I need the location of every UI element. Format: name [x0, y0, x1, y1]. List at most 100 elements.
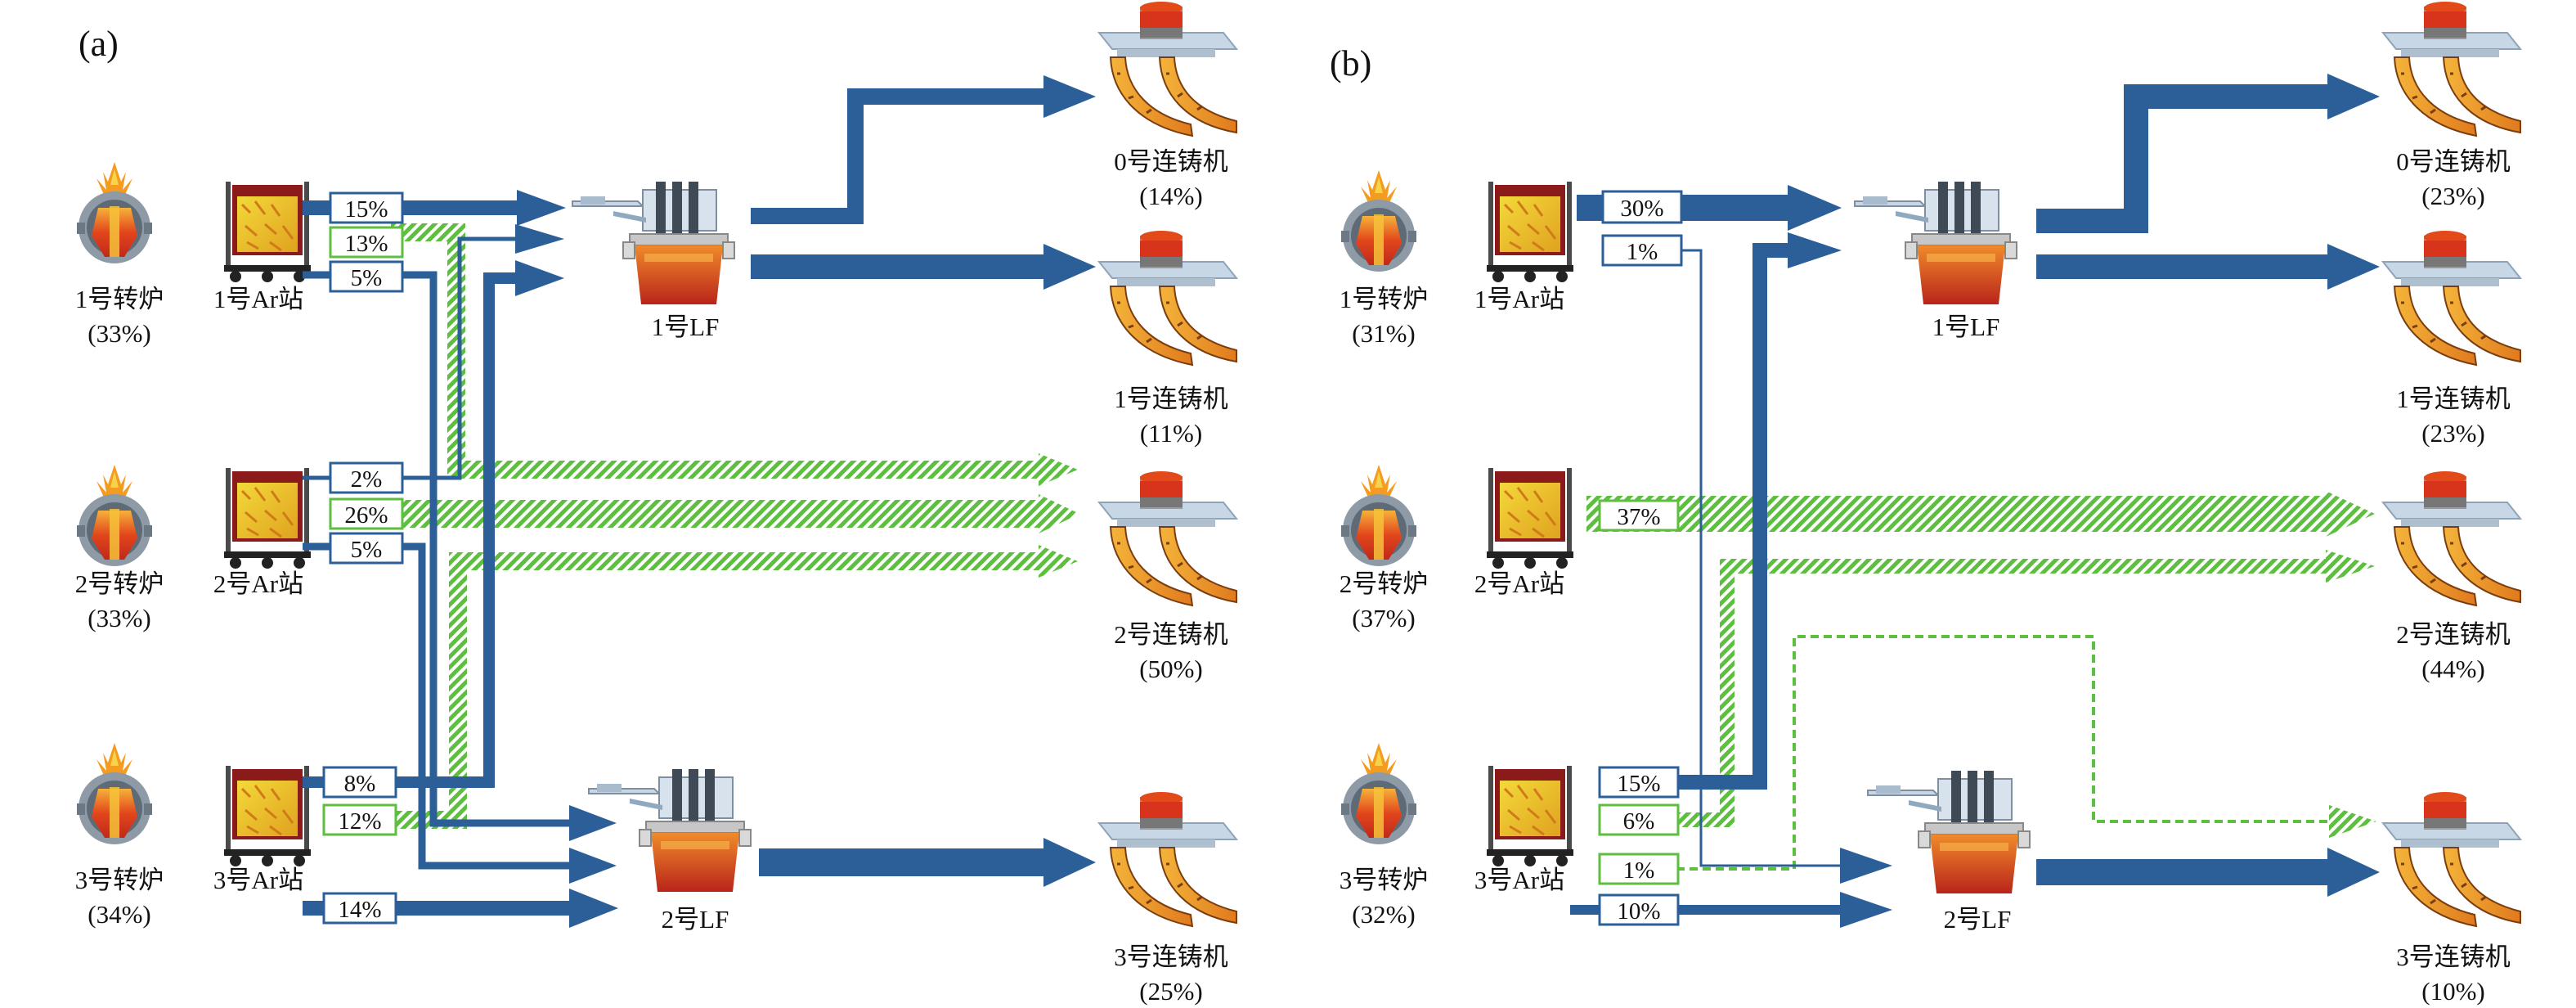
- flow-value: 15%: [344, 196, 388, 223]
- lf-label: 2号LF: [662, 905, 729, 934]
- ar-station-label: 1号Ar站: [213, 285, 303, 313]
- caster-share: (23%): [2421, 182, 2484, 210]
- caster-share: (44%): [2421, 655, 2484, 683]
- flow-value-box: [1601, 190, 1683, 224]
- ar-station-icon: [222, 764, 312, 867]
- flow-value-box: [1601, 234, 1683, 267]
- converter-label: 3号转炉: [75, 866, 164, 894]
- ar-station-icon: [222, 180, 312, 283]
- panel-b-label: (b): [1330, 43, 1371, 83]
- panel-a: (a) 1号转炉 (33%) 2号转炉 (33%) 3号转炉 (34%) 1号A…: [75, 0, 1238, 1006]
- lf-label: 1号LF: [652, 313, 720, 341]
- panel-b: (b) 1号转炉 (31%) 2号转炉 (37%) 3号转炉 (32%) 1号A…: [1330, 0, 2522, 1006]
- ar-station-label: 2号Ar站: [1474, 569, 1564, 598]
- panel-a-label: (a): [79, 24, 119, 64]
- flow-labels: 30% 1% 37% 15% 6% 1% 10%: [1598, 190, 1683, 926]
- converter-icon: [1341, 170, 1416, 272]
- caster-label: 1号连铸机: [1114, 385, 1228, 413]
- flow-value-box: [329, 461, 404, 494]
- caster-label: 3号连铸机: [1114, 943, 1228, 971]
- caster-icon: [1097, 790, 1238, 928]
- ar-station-label: 2号Ar站: [213, 569, 303, 598]
- ar-station-label: 3号Ar站: [213, 866, 303, 894]
- ar-station-icon: [1485, 466, 1575, 569]
- ar-station-icon: [1485, 764, 1575, 867]
- converter-label: 1号转炉: [75, 285, 164, 313]
- caster-share: (25%): [1139, 977, 1202, 1006]
- converter-label: 2号转炉: [75, 569, 164, 598]
- flow-value-box: [329, 191, 404, 224]
- flow-labels: 15% 13% 5% 2% 26% 5% 8% 12% 14%: [322, 191, 404, 925]
- caster-share: (50%): [1139, 655, 1202, 683]
- flow-value-box: [1598, 853, 1680, 885]
- converter-icon: [77, 162, 152, 263]
- flow-value-box: [322, 766, 397, 799]
- flow-value-box: [329, 497, 404, 530]
- flow-value-box: [1598, 766, 1680, 799]
- ladle-furnace-icon: [1854, 182, 2017, 305]
- converter-label: 2号转炉: [1340, 569, 1429, 598]
- converter-share: (33%): [88, 604, 150, 632]
- caster-share: (10%): [2421, 977, 2484, 1006]
- converter-label: 1号转炉: [1340, 285, 1429, 313]
- ladle-furnace-icon: [1867, 771, 2031, 894]
- converter-icon: [77, 465, 152, 566]
- caster-icon: [2381, 790, 2522, 928]
- flow-value: 5%: [351, 265, 383, 291]
- caster-icon: [2381, 0, 2522, 137]
- lf-label: 1号LF: [1932, 313, 2000, 341]
- ar-station-icon: [222, 466, 312, 569]
- caster-label: 2号连铸机: [2396, 620, 2511, 649]
- ladle-furnace-icon: [572, 182, 735, 305]
- flow-value-box: [322, 803, 397, 836]
- flow-value: 37%: [1617, 504, 1660, 530]
- converter-icon: [1341, 465, 1416, 566]
- caster-label: 0号连铸机: [1114, 147, 1228, 176]
- ladle-furnace-icon: [588, 769, 752, 893]
- flow-value: 13%: [344, 231, 388, 257]
- flow-value-box: [1598, 803, 1680, 836]
- caster-share: (14%): [1139, 182, 1202, 210]
- ar-station-label: 1号Ar站: [1474, 285, 1564, 313]
- caster-label: 2号连铸机: [1114, 620, 1228, 649]
- flow-value: 15%: [1617, 771, 1660, 797]
- caster-icon: [2381, 229, 2522, 367]
- caster-icon: [1097, 229, 1238, 367]
- flow-value: 1%: [1623, 857, 1655, 884]
- converter-share: (31%): [1352, 319, 1415, 348]
- converter-share: (34%): [88, 900, 150, 929]
- flow-value-box: [322, 892, 397, 925]
- caster-icon: [1097, 470, 1238, 607]
- caster-label: 3号连铸机: [2396, 943, 2511, 971]
- converter-share: (32%): [1352, 900, 1415, 929]
- flow-value: 8%: [344, 771, 376, 797]
- flow-value-box: [329, 532, 404, 565]
- flow-value-box: [329, 260, 404, 293]
- flow-value-box: [1598, 893, 1680, 926]
- flow-value: 6%: [1623, 808, 1655, 835]
- caster-icon: [2381, 470, 2522, 607]
- flow-value-box: [1598, 499, 1680, 532]
- caster-share: (23%): [2421, 419, 2484, 448]
- converter-share: (37%): [1352, 604, 1415, 632]
- ar-station-label: 3号Ar站: [1474, 866, 1564, 894]
- flow-value-box: [329, 226, 404, 259]
- caster-label: 0号连铸机: [2396, 147, 2511, 176]
- converter-label: 3号转炉: [1340, 866, 1429, 894]
- lf-label: 2号LF: [1944, 905, 2012, 934]
- ar-station-icon: [1485, 180, 1575, 283]
- caster-share: (11%): [1140, 419, 1202, 448]
- caster-icon: [1097, 0, 1238, 137]
- flow-value: 1%: [1627, 239, 1658, 265]
- converter-share: (33%): [88, 319, 150, 348]
- caster-label: 1号连铸机: [2396, 385, 2511, 413]
- flow-value: 5%: [351, 537, 383, 563]
- flow-value: 10%: [1617, 898, 1660, 925]
- flow-value: 14%: [338, 897, 381, 923]
- flow-value: 2%: [351, 466, 383, 493]
- flow-value: 30%: [1620, 196, 1663, 222]
- flows-secondary: [1586, 491, 2376, 871]
- converter-icon: [77, 743, 152, 844]
- flow-value: 12%: [338, 808, 381, 835]
